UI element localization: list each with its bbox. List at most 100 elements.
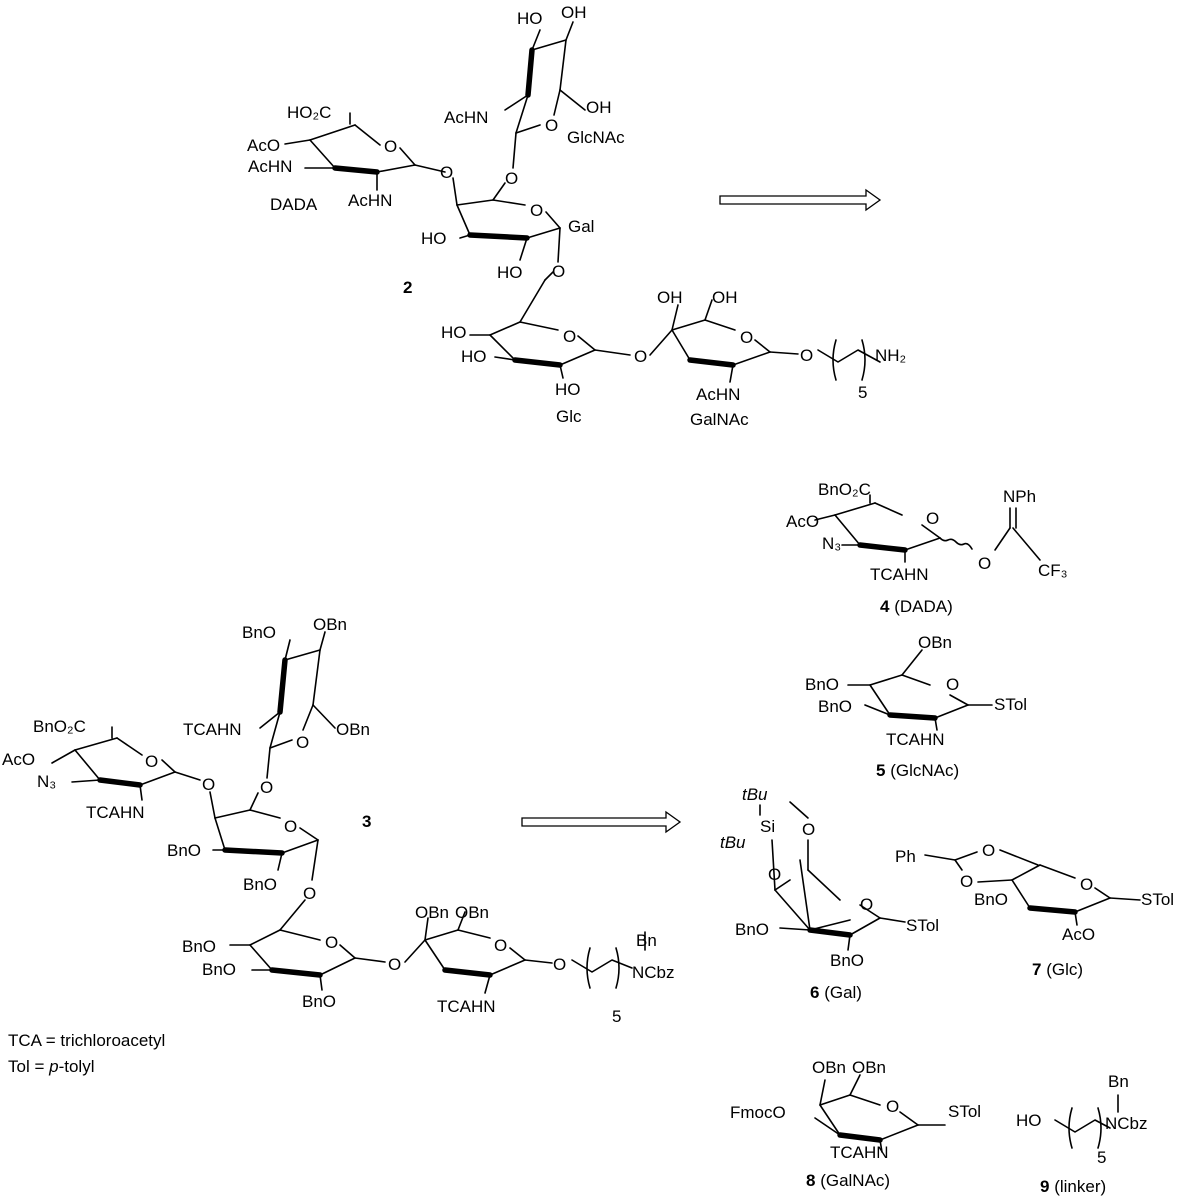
c2-ho2c-label: HO₂C (287, 103, 331, 122)
c3-tcahn-dada-label: TCAHN (86, 803, 145, 822)
c2-linker-o: O (800, 346, 813, 365)
bb8-structure (814, 1074, 946, 1153)
bb6-name: (Gal) (819, 983, 862, 1002)
c2-ho-gal4-label: HO (421, 229, 447, 248)
bb8-obn-a-label: OBn (812, 1058, 846, 1077)
bb5-structure (847, 649, 993, 731)
c3-compound-number: 3 (362, 812, 371, 831)
c2-aco-label: AcO (247, 136, 280, 155)
bb6-bno-a-label: BnO (735, 920, 769, 939)
c2-oh-galnac4-label: OH (657, 288, 683, 307)
bb4-caption: 4 (DADA) (880, 597, 953, 616)
bb4-aco-label: AcO (786, 512, 819, 531)
c2-galnac-unit-label: GalNAc (690, 410, 749, 429)
c2-galnac-ring-o: O (740, 328, 753, 347)
c3-glyco-o-4: O (388, 955, 401, 974)
bb5-bno-b-label: BnO (818, 697, 852, 716)
c2-oh-galnac6-label: OH (712, 288, 738, 307)
bb6-ring-o: O (860, 895, 873, 914)
c2-ho-glc4-label: HO (461, 347, 487, 366)
bb7-ring-o: O (1080, 875, 1093, 894)
c2-glcnac-ring-o: O (545, 116, 558, 135)
c2-dada-unit-label: DADA (270, 195, 318, 214)
gal-ring-3 (209, 791, 319, 881)
bb4-structure (814, 494, 1041, 563)
compound-3-structure (51, 631, 646, 994)
c3-bno-glc4-label: BnO (202, 960, 236, 979)
bb6-number: 6 (810, 983, 819, 1002)
c2-oh-glcnac6-label: OH (586, 98, 612, 117)
c3-glcnac-ring-o: O (296, 733, 309, 752)
bb8-number: 8 (806, 1171, 815, 1190)
c3-chain-subscript: 5 (612, 1007, 621, 1026)
c3-obn-galnac4-label: OBn (415, 903, 449, 922)
bb4-nph-label: NPh (1003, 487, 1036, 506)
bb7-ph-label: Ph (895, 847, 916, 866)
c3-ncbz-label: NCbz (632, 963, 675, 982)
bb9-structure (1054, 1094, 1119, 1149)
c2-achn-galnac-label: AcHN (696, 385, 740, 404)
bb8-tcahn-label: TCAHN (830, 1143, 889, 1162)
c3-bno-gal4-label: BnO (167, 841, 201, 860)
c3-bno-glc2-label: BnO (302, 992, 336, 1011)
c2-glc-ring-o: O (563, 327, 576, 346)
bb6-caption: 6 (Gal) (810, 983, 862, 1002)
c3-bno-glc6-label: BnO (182, 937, 216, 956)
bb7-bno-label: BnO (974, 890, 1008, 909)
c3-gal-ring-o: O (284, 817, 297, 836)
dada-ring-3 (51, 726, 201, 801)
bb6-tbu-b-label: tBu (720, 833, 746, 852)
c3-bn-label: Bn (636, 931, 657, 950)
c3-tcahn-galnac-label: TCAHN (437, 997, 496, 1016)
retrosynthesis-arrow-1 (719, 188, 882, 212)
bb6-structure (759, 801, 906, 951)
bb5-bno-a-label: BnO (805, 675, 839, 694)
bb8-name: (GalNAc) (815, 1171, 890, 1190)
bb9-chain-subscript: 5 (1097, 1148, 1106, 1167)
bb5-number: 5 (876, 761, 885, 780)
bb5-stol-label: STol (994, 695, 1027, 714)
legend-tol-suffix: -tolyl (59, 1057, 95, 1076)
c3-obn-glcnac6-label: OBn (336, 720, 370, 739)
bb9-ho-label: HO (1016, 1111, 1042, 1130)
c3-tcahn-glcnac-label: TCAHN (183, 720, 242, 739)
bb5-tcahn-label: TCAHN (886, 730, 945, 749)
bb5-caption: 5 (GlcNAc) (876, 761, 959, 780)
legend-tol-italic: p (48, 1057, 58, 1076)
bb8-obn-b-label: OBn (852, 1058, 886, 1077)
glcnac-ring-3 (259, 631, 336, 779)
c3-bno2c-label: BnO₂C (33, 717, 86, 736)
c2-chain-subscript: 5 (858, 383, 867, 402)
c2-ho-gal2-label: HO (497, 263, 523, 282)
c3-linker-o: O (553, 955, 566, 974)
bb6-tbu-a-label: tBu (742, 785, 768, 804)
bb8-stol-label: STol (948, 1102, 981, 1121)
bb9-number: 9 (1040, 1177, 1049, 1196)
bb7-o-a: O (982, 841, 995, 860)
bb4-name: (DADA) (889, 597, 952, 616)
bb7-aco-label: AcO (1062, 925, 1095, 944)
c2-glyco-o-1: O (440, 163, 453, 182)
glc-ring-3 (229, 899, 386, 991)
bb9-bn-label: Bn (1108, 1072, 1129, 1091)
bb7-caption: 7 (Glc) (1032, 960, 1083, 979)
c3-galnac-ring-o: O (494, 936, 507, 955)
c2-glyco-o-3: O (552, 262, 565, 281)
galnac-ring-2 (649, 299, 881, 383)
bb4-cf3-label: CF₃ (1038, 561, 1068, 580)
c2-ho-glc6-label: HO (441, 323, 467, 342)
c2-achn-dada-label: AcHN (348, 191, 392, 210)
bb5-obn-label: OBn (918, 633, 952, 652)
bb9-name: (linker) (1049, 1177, 1106, 1196)
bb9-caption: 9 (linker) (1040, 1177, 1106, 1196)
bb4-number: 4 (880, 597, 890, 616)
bb6-o-upper: O (802, 820, 815, 839)
bb4-bno2c-label: BnO₂C (818, 480, 871, 499)
legend-tca: TCA = trichloroacetyl (8, 1031, 165, 1050)
bb8-ring-o: O (886, 1097, 899, 1116)
bb4-tcahn-label: TCAHN (870, 565, 929, 584)
c2-dada-ring-o: O (384, 137, 397, 156)
bb6-si-label: Si (760, 817, 775, 836)
c2-ho-glc2-label: HO (555, 380, 581, 399)
